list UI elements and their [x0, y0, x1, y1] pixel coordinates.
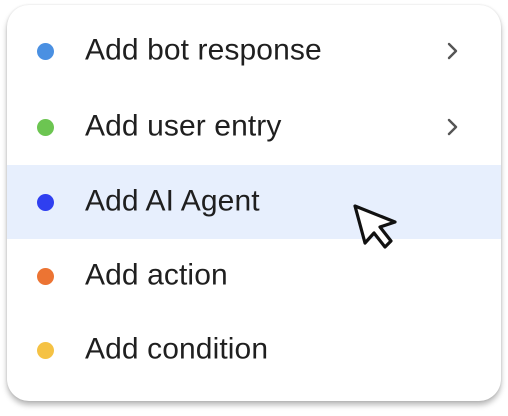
yellow-dot-icon: [37, 342, 54, 359]
menu-item-add-user-entry[interactable]: Add user entry: [7, 90, 501, 164]
menu-item-label: Add user entry: [85, 109, 282, 143]
mouse-pointer-icon: [353, 204, 397, 249]
chevron-right-icon: [447, 118, 458, 136]
indigo-dot-icon: [37, 194, 54, 211]
menu-item-label: Add bot response: [85, 33, 322, 67]
add-node-menu: Add bot response Add user entry Add AI A…: [7, 5, 501, 401]
menu-item-add-bot-response[interactable]: Add bot response: [7, 14, 501, 88]
orange-dot-icon: [37, 268, 54, 285]
menu-item-label: Add action: [85, 258, 228, 292]
menu-item-label: Add AI Agent: [85, 184, 260, 218]
menu-item-add-action[interactable]: Add action: [7, 239, 501, 313]
menu-item-add-ai-agent[interactable]: Add AI Agent: [7, 165, 501, 239]
chevron-right-icon: [447, 42, 458, 60]
menu-item-add-condition[interactable]: Add condition: [7, 313, 501, 387]
green-dot-icon: [37, 119, 54, 136]
blue-dot-icon: [37, 43, 54, 60]
menu-item-label: Add condition: [85, 332, 269, 366]
